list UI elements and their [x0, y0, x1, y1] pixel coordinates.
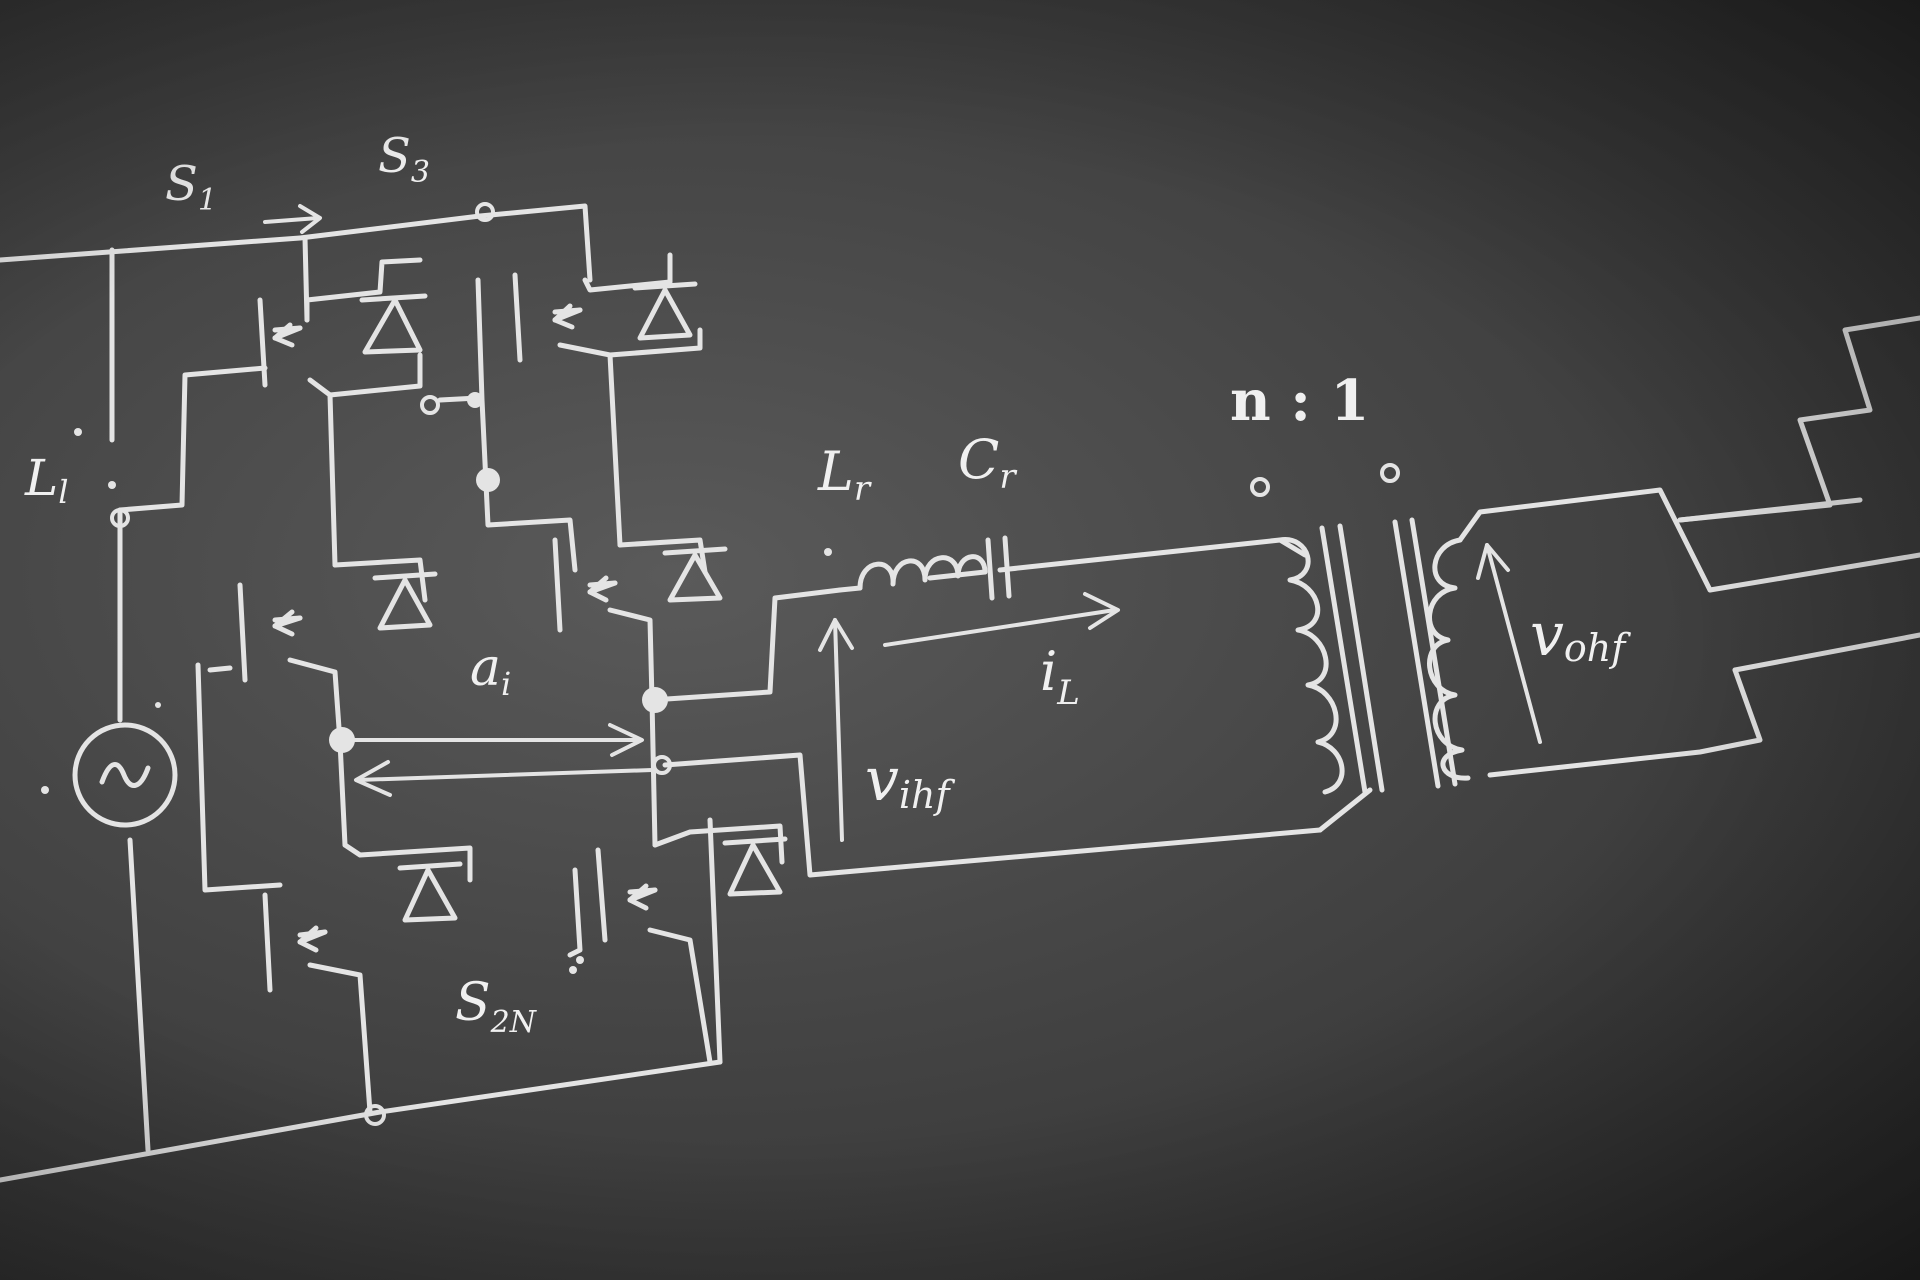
label-il: iL	[1040, 640, 1080, 713]
label-vihf: vihf	[865, 745, 956, 817]
label-s1: S1	[165, 156, 217, 218]
label-lr: Lr	[817, 440, 872, 509]
labels: S1 S3 Ll ai S2N Lr Cr n : 1 iL vihf vohf	[24, 128, 1631, 1040]
transformer-primary-coil	[1277, 537, 1345, 795]
measurement-arrows	[263, 204, 1542, 842]
label-ai: ai	[470, 638, 511, 703]
nodes	[41, 202, 1400, 1126]
label-cr: Cr	[958, 428, 1017, 497]
ac-source	[72, 722, 178, 828]
transformer-secondary-coil	[1427, 537, 1471, 781]
diodes	[359, 281, 788, 923]
label-vohf: vohf	[1530, 600, 1631, 670]
transistor-arrows	[272, 303, 658, 953]
circuit-wires	[0, 203, 1920, 1183]
label-s3: S3	[378, 128, 430, 190]
label-s2n: S2N	[455, 973, 538, 1040]
capacitor-cr	[985, 535, 1012, 601]
label-l1: Ll	[24, 449, 68, 511]
label-turns-ratio: n : 1	[1230, 368, 1369, 434]
inductor-lr	[857, 554, 988, 591]
